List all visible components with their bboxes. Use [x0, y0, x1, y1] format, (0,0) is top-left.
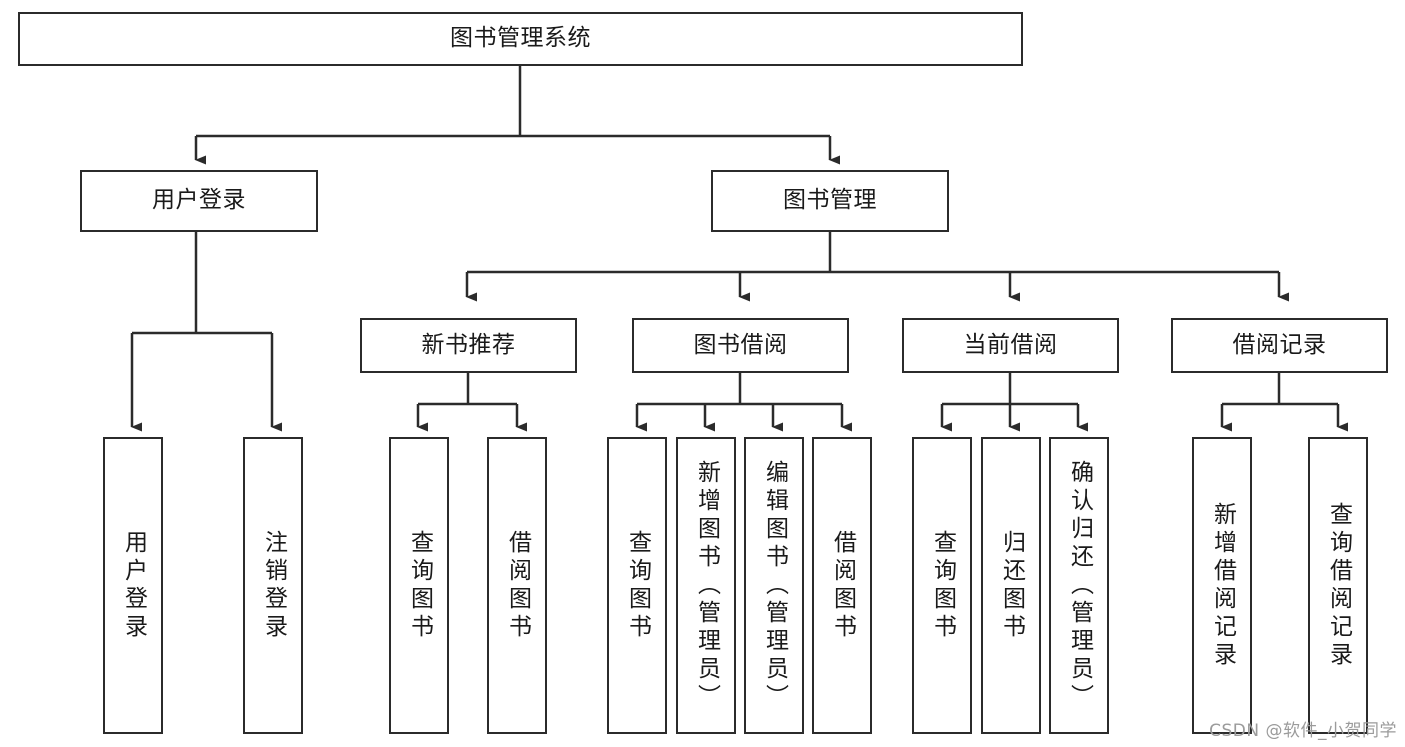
node-label: 用户登录 [120, 529, 147, 642]
leaf-add-book-admin[interactable]: 新增图书（管理员） [676, 437, 736, 734]
leaf-return-book[interactable]: 归还图书 [981, 437, 1041, 734]
node-book-management[interactable]: 图书管理 [711, 170, 949, 232]
node-label: 注销登录 [260, 529, 287, 642]
node-label: 确认归还（管理员） [1066, 459, 1093, 712]
leaf-query-book-current[interactable]: 查询图书 [912, 437, 972, 734]
leaf-query-borrow-record[interactable]: 查询借阅记录 [1308, 437, 1368, 734]
node-borrowing-records[interactable]: 借阅记录 [1171, 318, 1388, 373]
node-label: 借阅记录 [1232, 331, 1327, 358]
node-label: 图书借阅 [693, 331, 788, 358]
node-label: 查询图书 [406, 529, 433, 642]
node-label: 归还图书 [998, 529, 1025, 642]
node-label: 查询图书 [929, 529, 956, 642]
node-label: 新增图书（管理员） [693, 459, 720, 712]
leaf-add-borrow-record[interactable]: 新增借阅记录 [1192, 437, 1252, 734]
leaf-borrow-book[interactable]: 借阅图书 [812, 437, 872, 734]
node-label: 查询图书 [624, 529, 651, 642]
node-label: 当前借阅 [963, 331, 1058, 358]
node-book-borrowing[interactable]: 图书借阅 [632, 318, 849, 373]
leaf-confirm-return-admin[interactable]: 确认归还（管理员） [1049, 437, 1109, 734]
node-user-login[interactable]: 用户登录 [80, 170, 318, 232]
node-label: 图书管理 [783, 187, 877, 214]
node-label: 图书管理系统 [450, 25, 591, 52]
leaf-edit-book-admin[interactable]: 编辑图书（管理员） [744, 437, 804, 734]
leaf-query-book-recommend[interactable]: 查询图书 [389, 437, 449, 734]
node-label: 用户登录 [152, 187, 246, 214]
node-new-book-recommendation[interactable]: 新书推荐 [360, 318, 577, 373]
node-label: 新书推荐 [421, 331, 516, 358]
leaf-user-logout[interactable]: 注销登录 [243, 437, 303, 734]
node-label: 新增借阅记录 [1209, 501, 1236, 670]
leaf-borrow-book-recommend[interactable]: 借阅图书 [487, 437, 547, 734]
leaf-query-book-borrow[interactable]: 查询图书 [607, 437, 667, 734]
csdn-watermark: CSDN @软件_小贺同学 [1209, 721, 1397, 741]
node-current-borrowing[interactable]: 当前借阅 [902, 318, 1119, 373]
leaf-user-login[interactable]: 用户登录 [103, 437, 163, 734]
node-label: 借阅图书 [504, 529, 531, 642]
node-label: 编辑图书（管理员） [761, 459, 788, 712]
node-label: 查询借阅记录 [1325, 501, 1352, 670]
node-root-system[interactable]: 图书管理系统 [18, 12, 1023, 66]
node-label: 借阅图书 [829, 529, 856, 642]
